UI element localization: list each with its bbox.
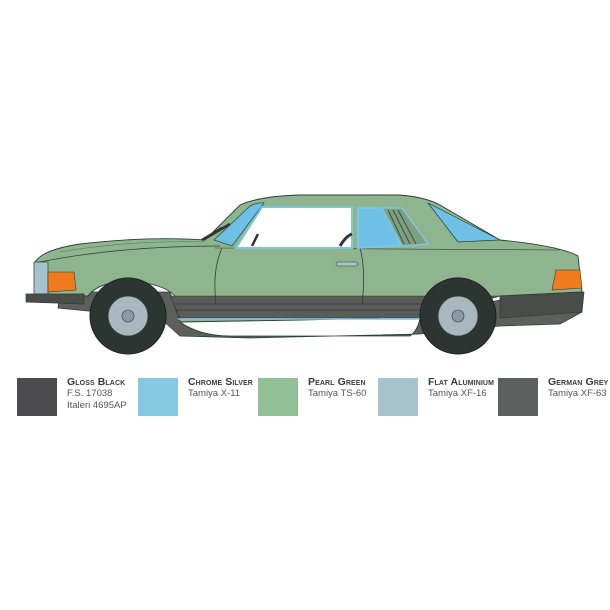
legend-code: Tamiya X-11: [188, 388, 241, 399]
rear-bumper: [499, 291, 585, 319]
swatch-pearl-green: [258, 378, 298, 416]
swatch-gloss-black: [17, 378, 57, 416]
rear-wheel: [419, 277, 497, 355]
swatch-german-grey: [498, 378, 538, 416]
legend-name: Gloss Black: [67, 376, 126, 388]
color-legend: Gloss Black F.S. 17038 Italeri 4695AP Ch…: [0, 376, 610, 426]
legend-name: Chrome Silver: [188, 376, 253, 388]
windshield: [213, 202, 265, 247]
legend-code: Tamiya TS-60: [308, 388, 367, 399]
rear-window: [427, 202, 502, 243]
legend-code: F.S. 17038: [67, 388, 113, 399]
legend-name: Pearl Green: [308, 376, 366, 388]
legend-code: Italeri 4695AP: [67, 400, 127, 411]
rear-indicator: [551, 269, 583, 291]
front-bumper: [25, 293, 85, 305]
front-wheel: [89, 277, 167, 355]
swatch-flat-aluminium: [378, 378, 418, 416]
side-window: [234, 206, 353, 249]
door-handle: [335, 261, 359, 267]
front-indicator: [47, 271, 77, 293]
legend-name: Flat Aluminium: [428, 376, 495, 388]
swatch-chrome-silver: [138, 378, 178, 416]
rear-louvres: [380, 207, 430, 247]
car-illustration: [25, 194, 585, 355]
legend-code: Tamiya XF-63: [548, 388, 607, 399]
front-grille: [33, 261, 49, 295]
legend-name: German Grey: [548, 376, 609, 388]
legend-code: Tamiya XF-16: [428, 388, 487, 399]
